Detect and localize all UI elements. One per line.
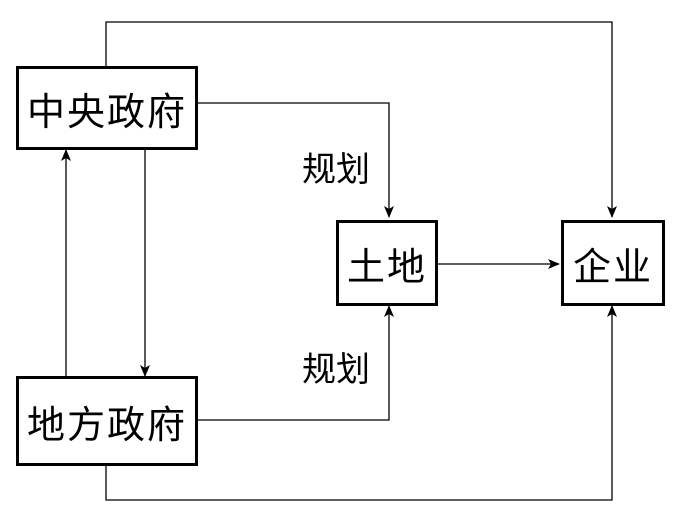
edge-label-plan-top: 规划 bbox=[302, 150, 370, 190]
node-enterprise-label: 企业 bbox=[572, 244, 653, 289]
node-central-government-label: 中央政府 bbox=[26, 89, 187, 134]
node-local-government-label: 地方政府 bbox=[26, 402, 187, 447]
node-local-government: 地方政府 bbox=[16, 376, 198, 466]
arrow-central-to-land bbox=[198, 102, 394, 218]
node-land: 土地 bbox=[336, 220, 438, 306]
node-land-label: 土地 bbox=[346, 244, 427, 289]
edge-label-plan-bottom: 规划 bbox=[302, 350, 370, 390]
arrow-central-to-enterprise bbox=[105, 21, 617, 218]
arrow-local-to-enterprise bbox=[105, 305, 617, 501]
node-central-government: 中央政府 bbox=[16, 66, 198, 150]
node-enterprise: 企业 bbox=[561, 220, 665, 306]
arrow-local-to-land bbox=[198, 305, 394, 421]
